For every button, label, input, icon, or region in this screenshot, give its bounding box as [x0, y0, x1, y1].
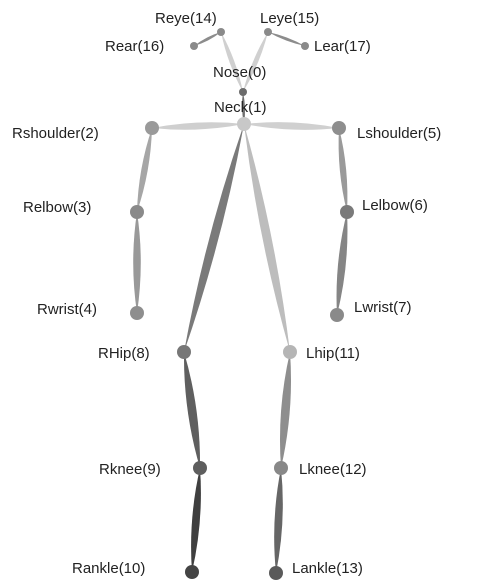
label-rhip: RHip(8): [98, 345, 150, 362]
label-reye: Reye(14): [155, 10, 217, 27]
label-rknee: Rknee(9): [99, 461, 161, 478]
limb-reye-rear: [194, 32, 221, 46]
joint-lshoulder: [332, 121, 346, 135]
label-rwrist: Rwrist(4): [37, 301, 97, 318]
label-neck: Neck(1): [214, 99, 267, 116]
limb-lknee-lankle: [274, 468, 283, 573]
joint-rhip: [177, 345, 191, 359]
limb-nose-reye: [221, 32, 243, 92]
limb-lelbow-lwrist: [336, 212, 348, 315]
label-lwrist: Lwrist(7): [354, 299, 412, 316]
joint-rshoulder: [145, 121, 159, 135]
joint-lelbow: [340, 205, 354, 219]
label-lhip: Lhip(11): [306, 345, 360, 362]
joint-nose: [239, 88, 247, 96]
joint-lwrist: [330, 308, 344, 322]
limb-nose-leye: [243, 32, 268, 92]
limb-rshoulder-relbow: [137, 128, 152, 212]
joint-rankle: [185, 565, 199, 579]
limb-neck-rshoulder: [152, 122, 244, 130]
limb-relbow-rwrist: [133, 212, 141, 313]
label-rear: Rear(16): [105, 38, 164, 55]
label-lshoulder: Lshoulder(5): [357, 125, 441, 142]
limb-leye-lear: [268, 32, 305, 46]
joint-lear: [301, 42, 309, 50]
limb-lshoulder-lelbow: [338, 128, 348, 212]
limb-neck-lshoulder: [244, 122, 339, 130]
joint-leye: [264, 28, 272, 36]
joint-reye: [217, 28, 225, 36]
label-lelbow: Lelbow(6): [362, 197, 428, 214]
limb-lhip-lknee: [279, 352, 292, 468]
label-lankle: Lankle(13): [292, 560, 363, 577]
label-rankle: Rankle(10): [72, 560, 145, 577]
limb-neck-rhip: [184, 124, 244, 352]
limb-rknee-rankle: [191, 468, 201, 572]
label-nose: Nose(0): [213, 64, 266, 81]
joint-relbow: [130, 205, 144, 219]
limb-neck-nose: [241, 92, 246, 124]
joint-lankle: [269, 566, 283, 580]
limb-rhip-rknee: [183, 352, 201, 468]
joint-layer: [130, 28, 354, 580]
label-rshoulder: Rshoulder(2): [12, 125, 99, 142]
limb-layer: [133, 32, 348, 573]
label-layer: Reye(14) Leye(15) Rear(16) Lear(17) Nose…: [12, 10, 441, 577]
joint-rknee: [193, 461, 207, 475]
label-lknee: Lknee(12): [299, 461, 367, 478]
joint-rwrist: [130, 306, 144, 320]
label-leye: Leye(15): [260, 10, 319, 27]
label-lear: Lear(17): [314, 38, 371, 55]
label-relbow: Relbow(3): [23, 199, 91, 216]
joint-lknee: [274, 461, 288, 475]
joint-rear: [190, 42, 198, 50]
joint-lhip: [283, 345, 297, 359]
limb-neck-lhip: [244, 124, 290, 352]
joint-neck: [237, 117, 251, 131]
